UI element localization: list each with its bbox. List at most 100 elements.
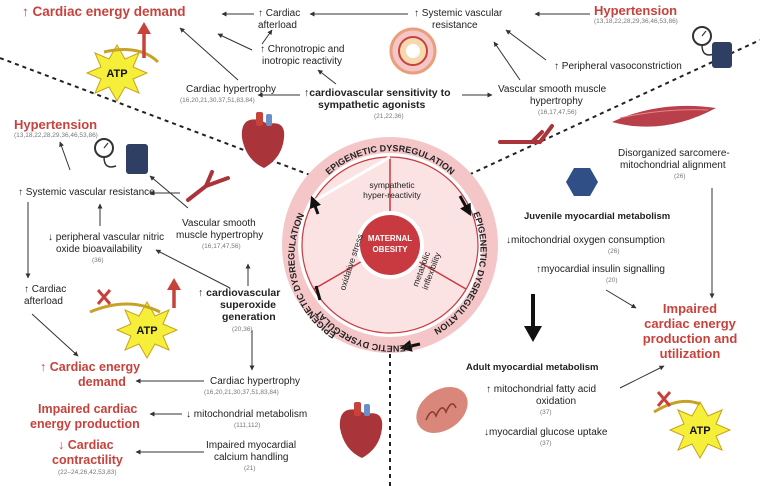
x-mark-icon [656,391,672,407]
left-contractility-line1: ↓ Cardiac [58,438,114,452]
top-afterload-line1: ↑ Cardiac [258,8,301,19]
right-impaired-line4: utilization [659,346,721,361]
x-mark-icon [96,289,112,305]
blood-vessel-icon [186,170,230,202]
muscle-fiber-icon [612,105,716,127]
right-mito-o2: ↓mitochondrial oxygen consumption [506,235,665,246]
mitochondrion-icon [416,387,468,433]
atp-burst-icon [115,300,179,360]
left-no-bio-line2: oxide bioavailability [56,244,143,255]
atp-burst-icon [668,400,732,460]
left-superoxide-line3: generation [222,311,276,323]
left-cardiac-hypertrophy-ref: (16,20,21,30,37,51,83,84) [204,389,279,396]
left-impaired-line1: Impaired cardiac [38,402,138,416]
atp-label-top: ATP [106,68,127,80]
center-label-line1: MATERNAL [368,234,412,243]
left-contractility-line2: contractility [52,453,123,467]
top-cardiac-hypertrophy: Cardiac hypertrophy [186,84,277,95]
big-down-arrow [524,294,542,342]
arrows-top [179,11,590,98]
top-vsm-line1: Vascular smooth muscle [498,84,607,95]
left-superoxide-ref: (20,36) [232,326,253,333]
blood-pressure-monitor-icon [94,138,148,174]
right-glucose-ref: (37) [540,440,552,447]
svg-text:EPIGENETIC DYSREGULATION: EPIGENETIC DYSREGULATION [433,210,489,336]
top-afterload-line2: afterload [258,20,297,31]
inner-left-label: oxidative stress [337,233,365,292]
left-afterload-line1: ↑ Cardiac [24,284,67,295]
top-chronotropic-line1: ↑ Chronotropic and [260,44,345,55]
top-vsm-line2: hypertrophy [530,96,583,107]
right-impaired-line2: cardiac energy [644,316,736,331]
left-impaired-line2: energy production [30,417,140,431]
top-vsm-ref: (16,17,47,56) [538,109,577,116]
right-disorganized-line2: mitochondrial alignment [620,160,726,171]
left-no-bio-ref: (36) [92,257,104,264]
top-sensitivity-line2: sympathetic agonists [318,99,426,111]
artery-cross-section-icon [389,27,437,75]
up-arrow-icon [103,22,160,64]
left-systemic-vascular: ↑ Systemic vascular resistance [18,187,155,198]
left-hypertension: Hypertension [14,117,98,132]
right-fatty-ref: (37) [540,409,552,416]
top-systemic-line1: ↑ Systemic vascular [414,8,503,19]
inner-top-line2: hyper-reactivity [363,190,421,200]
svg-text:EPIGENETIC DYSREGULATION: EPIGENETIC DYSREGULATION [323,143,456,177]
left-superoxide-line1: ↑ cardiovascular [198,287,281,299]
arrows-right [605,188,715,389]
right-juvenile-heading: Juvenile myocardial metabolism [524,211,671,222]
heart-icon [241,112,285,168]
right-adult-heading: Adult myocardial metabolism [466,362,599,373]
right-mito-o2-ref: (26) [608,248,620,255]
left-calcium-ref: (21) [244,465,256,472]
hexagon-insulin-icon [566,168,598,196]
heart-icon [339,402,383,458]
right-insulin: ↑myocardial insulin signalling [536,264,665,275]
left-no-bio-line1: ↓ peripheral vascular nitric [48,232,165,243]
left-vsm-line2: muscle hypertrophy [176,230,264,241]
left-energy-demand-line1: ↑ Cardiac energy [40,360,141,374]
right-insulin-ref: (20) [606,277,618,284]
right-glucose: ↓myocardial glucose uptake [484,427,608,438]
top-peripheral-vaso: ↑ Peripheral vasoconstriction [554,61,682,72]
right-disorganized-ref: (26) [674,173,686,180]
left-contractility-ref: (22–24,26,42,53,83) [58,469,117,476]
right-impaired-line3: production and [642,331,738,346]
right-fatty-line1: ↑ mitochondrial fatty acid [486,384,597,395]
top-sensitivity-ref: (21,22,36) [374,113,404,120]
left-hypertension-ref: (13,18,22,28,29,36,46,53,86) [14,132,98,139]
left-superoxide-line2: superoxide [220,299,277,311]
atp-burst-icon [85,43,149,103]
top-hypertension-ref: (13,18,22,28,29,36,46,53,86) [594,18,678,25]
left-mito-metab-ref: (111,112) [234,422,261,429]
ring-text-right: EPIGENETIC DYSREGULATION [433,210,489,336]
left-afterload-line2: afterload [24,296,63,307]
inner-top-line1: sympathetic [369,180,415,190]
top-hypertension: Hypertension [594,3,678,18]
center-label-line2: OBESITY [372,245,408,254]
right-fatty-line2: oxidation [536,396,577,407]
right-impaired-line1: Impaired [662,301,718,316]
right-disorganized-line1: Disorganized sarcomere- [618,148,730,159]
top-sensitivity-line1: ↑cardiovascular sensitivity to [304,87,451,99]
blood-pressure-monitor-icon [692,26,732,68]
top-cardiac-hypertrophy-ref: (16,20,21,30,37,51,83,84) [180,97,255,104]
central-ring [282,137,498,353]
top-chronotropic-line2: inotropic reactivity [262,56,343,67]
top-cardiac-energy-demand: ↑ Cardiac energy demand [22,4,186,19]
left-mito-metab: ↓ mitochondrial metabolism [186,409,308,420]
atp-label-right: ATP [689,425,710,437]
ring-text-top: EPIGENETIC DYSREGULATION [323,143,456,177]
left-energy-demand-line2: demand [78,375,126,389]
blood-vessel-icon [498,124,554,144]
atp-label-left: ATP [136,325,157,337]
left-cardiac-hypertrophy: Cardiac hypertrophy [210,376,301,387]
left-calcium-line1: Impaired myocardial [206,440,297,451]
left-vsm-line1: Vascular smooth [182,218,256,229]
left-calcium-line2: calcium handling [214,452,289,463]
arrows-left [25,141,255,455]
top-systemic-line2: resistance [432,20,478,31]
left-vsm-ref: (16,17,47,56) [202,243,241,250]
